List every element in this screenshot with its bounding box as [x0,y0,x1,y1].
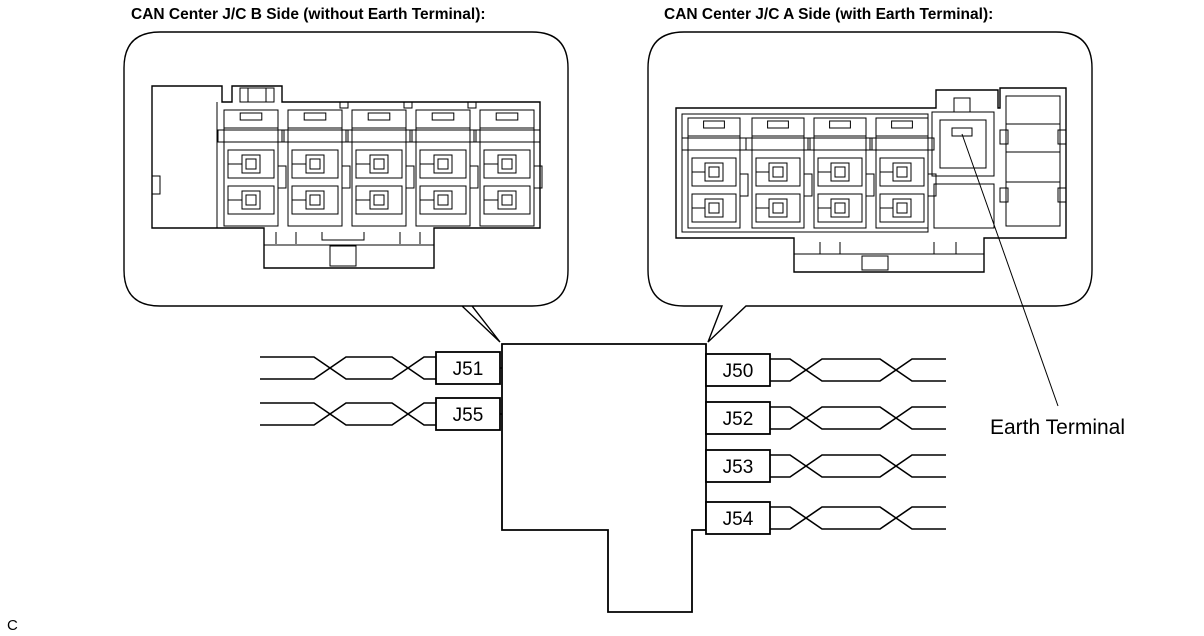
b-side-connector-face [151,85,543,269]
connector-label: J53 [723,457,754,478]
earth-terminal-leader-line [961,133,1059,407]
title-b-side: CAN Center J/C B Side (without Earth Ter… [131,6,486,23]
a-side-connector-face [675,87,1067,273]
connector-label: J50 [723,361,754,382]
connector-label: J54 [723,509,754,530]
twisted-pair-wire [260,356,436,380]
junction-block-body [501,343,707,613]
twisted-pair-wire [260,402,436,426]
twisted-pair-wire [770,358,946,382]
twisted-pair-wire [770,406,946,430]
connector-right-2: J53 [705,449,771,483]
connector-left-0: J51 [435,351,501,385]
connector-label: J52 [723,409,754,430]
connector-left-1: J55 [435,397,501,431]
connector-right-1: J52 [705,401,771,435]
earth-terminal-label: Earth Terminal [990,416,1125,439]
twisted-pair-wire [770,454,946,478]
twisted-pair-wire [770,506,946,530]
twisted-pair-wire [260,356,436,380]
connector-right-3: J54 [705,501,771,535]
connector-label: J55 [453,405,484,426]
connector-right-0: J50 [705,353,771,387]
twisted-pair-wire [770,506,946,530]
twisted-pair-wire [770,406,946,430]
corner-code: C [7,617,18,634]
connector-label: J51 [453,359,484,380]
b-side-callout-bubble [123,31,569,343]
a-side-callout-bubble [647,31,1093,343]
twisted-pair-wire [770,454,946,478]
twisted-pair-wire [260,402,436,426]
title-a-side: CAN Center J/C A Side (with Earth Termin… [664,6,993,23]
twisted-pair-wire [770,358,946,382]
